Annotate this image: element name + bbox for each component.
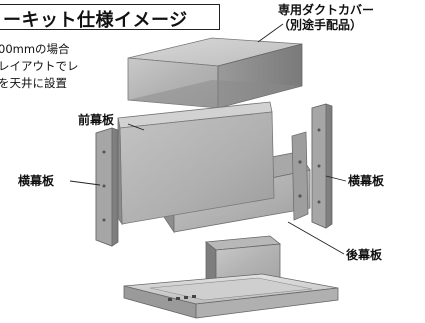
leader-front-panel <box>127 123 145 131</box>
duct-cover-label-line1: 専用ダクトカバー <box>278 3 375 17</box>
duct-cover-label: 専用ダクトカバー （別途手配品） <box>278 3 374 33</box>
leader-back-panel <box>287 221 345 255</box>
back-panel-label: 後幕板 <box>346 248 383 262</box>
front-panel-part <box>117 101 275 226</box>
description-text: 00mmの場合 レイアウトでレ を天井に設置 <box>0 41 118 92</box>
left-side-panel-label: 横幕板 <box>18 174 55 188</box>
description-line-2: レイアウトでレ <box>0 59 79 73</box>
leader-lines <box>69 23 347 255</box>
front-panel-label: 前幕板 <box>78 113 115 127</box>
right-side-panel-label: 横幕板 <box>348 174 385 188</box>
leader-right-side-panel <box>325 175 347 182</box>
description-line-3: を天井に設置 <box>0 76 67 90</box>
duct-cover-label-line2: （別途手配品） <box>278 18 363 32</box>
range-hood-part <box>123 235 339 319</box>
diagram-title: ーキット仕様イメージ <box>3 10 188 30</box>
leader-left-side-panel <box>69 180 101 186</box>
leader-duct-cover <box>257 23 284 43</box>
right-side-panel-part <box>311 103 333 229</box>
description-line-1: 00mmの場合 <box>0 42 70 56</box>
left-side-panel-part <box>95 127 119 247</box>
duct-cover-part <box>127 37 303 109</box>
title-box: ーキット仕様イメージ <box>0 4 220 30</box>
